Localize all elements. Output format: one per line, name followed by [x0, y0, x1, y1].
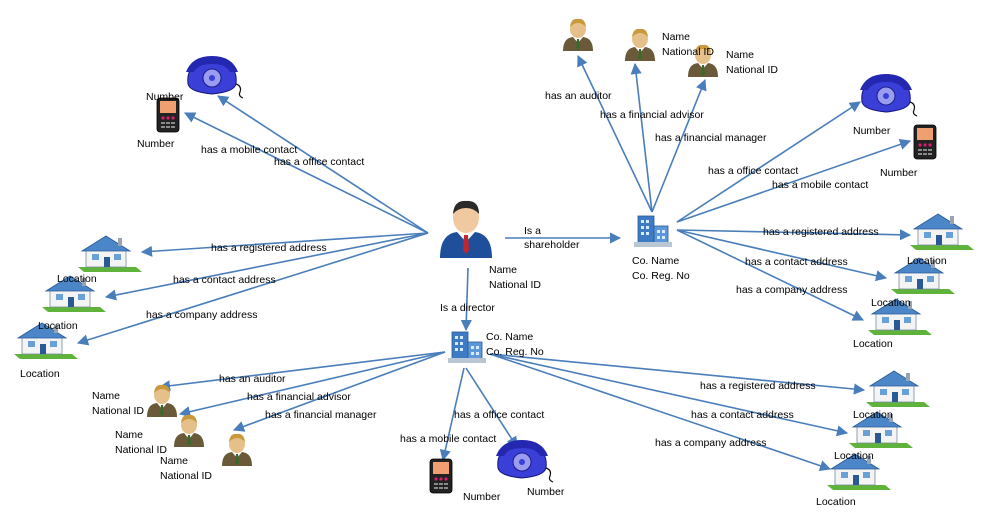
fin-advisor-top-name-text: Name: [662, 31, 690, 43]
relationship-arrow: [232, 351, 446, 432]
building-icon: [633, 215, 673, 248]
share-company-name-text: Co. Name: [632, 255, 679, 267]
dir-company-reg-text: Co. Reg. No: [486, 346, 544, 358]
edge-label: Is a director: [440, 302, 495, 314]
house-icon: [909, 213, 975, 251]
person-icon: [625, 28, 655, 61]
auditor-bottom-id-text: National ID: [92, 405, 144, 417]
edge-label: has a office contact: [454, 409, 544, 421]
share-mobile-label: Number: [880, 167, 918, 179]
relationship-arrow: [676, 101, 861, 223]
edge-label: has a mobile contact: [772, 179, 868, 191]
person-icon: [174, 414, 204, 447]
relationship-arrow: [183, 112, 429, 234]
edge-label: has a financial manager: [265, 409, 377, 421]
edge-label: has an auditor: [545, 90, 612, 102]
dir-company-name-text: Co. Name: [486, 331, 533, 343]
edge-label: has a financial manager: [655, 132, 767, 144]
edge-label: has a contact address: [745, 256, 848, 268]
edge-label: has an auditor: [219, 373, 286, 385]
edge-label: has a mobile contact: [400, 433, 496, 445]
house-icon: [77, 235, 143, 273]
fin-manager-top-id-text: National ID: [726, 64, 778, 76]
edge-label: has a company address: [736, 284, 847, 296]
phone-icon: [185, 55, 244, 99]
person-id-text: National ID: [489, 279, 541, 291]
share-office-phone-label: Number: [853, 125, 891, 137]
house-icon: [865, 370, 931, 408]
person-loc1-label: Location: [57, 273, 97, 285]
share-loc2-label: Location: [871, 297, 911, 309]
share-company-reg-text: Co. Reg. No: [632, 270, 690, 282]
fin-advisor-top-id-text: National ID: [662, 46, 714, 58]
relationship-arrow: [439, 367, 465, 462]
person-icon: [222, 433, 252, 466]
person-loc2-label: Location: [38, 320, 78, 332]
relationship-arrow: [489, 353, 849, 437]
relationship-arrow: [178, 351, 446, 418]
relationship-arrow: [489, 353, 866, 395]
edge-label: has a company address: [655, 437, 766, 449]
building-icon: [447, 331, 487, 364]
relationship-arrow: [465, 367, 518, 448]
relationship-arrow: [104, 232, 429, 301]
edge-label: has a office contact: [274, 156, 364, 168]
dir-loc1-label: Location: [853, 409, 893, 421]
fin-advisor-bottom-id-text: National ID: [115, 444, 167, 456]
relationship-arrow: [158, 351, 446, 392]
phone-icon: [859, 73, 918, 117]
relationship-arrow: [651, 78, 707, 213]
relationship-arrow: [140, 232, 429, 257]
phone-icon: [495, 439, 554, 483]
auditor-bottom-name-text: Name: [92, 390, 120, 402]
dir-loc3-label: Location: [816, 496, 856, 508]
person-name-text: Name: [489, 264, 517, 276]
fin-manager-bottom-id-text: National ID: [160, 470, 212, 482]
edge-label: has a registered address: [211, 242, 327, 254]
dir-mobile-label: Number: [463, 491, 501, 503]
edge-label: has a office contact: [708, 165, 798, 177]
dir-office-phone-label: Number: [527, 486, 565, 498]
edge-label: has a contact address: [691, 409, 794, 421]
fin-manager-bottom-name-text: Name: [160, 455, 188, 467]
fin-advisor-bottom-name-text: Name: [115, 429, 143, 441]
mobile-phone-icon: [156, 97, 180, 133]
person-loc3-label: Location: [20, 368, 60, 380]
edge-label: Is a: [524, 225, 541, 237]
edges-layer: [76, 54, 912, 472]
mobile-phone-icon: [429, 458, 453, 494]
person-icon: [440, 200, 492, 258]
relationship-arrow: [460, 267, 472, 332]
edge-label: has a financial advisor: [247, 391, 351, 403]
relationship-arrow: [489, 353, 832, 472]
person-office-phone-label: Number: [146, 91, 184, 103]
edge-label: has a financial advisor: [600, 109, 704, 121]
edge-label: shareholder: [524, 239, 580, 251]
relationship-arrow: [630, 62, 653, 213]
edge-label: has a registered address: [763, 226, 879, 238]
relationship-arrow: [76, 232, 429, 346]
edge-label: has a company address: [146, 309, 257, 321]
edge-label: has a registered address: [700, 380, 816, 392]
dir-loc2-label: Location: [834, 450, 874, 462]
relationship-arrow: [676, 139, 912, 223]
person-mobile-label: Number: [137, 138, 175, 150]
share-loc3-label: Location: [853, 338, 893, 350]
relationship-arrow: [676, 229, 888, 282]
relationship-arrow: [676, 229, 865, 321]
labels-layer: Name National ID Co. Name Co. Reg. No Co…: [20, 31, 947, 508]
edge-label: has a contact address: [173, 274, 276, 286]
fin-manager-top-name-text: Name: [726, 49, 754, 61]
relationship-arrow: [676, 229, 912, 241]
person-icon: [147, 384, 177, 417]
mobile-phone-icon: [913, 124, 937, 160]
relationship-arrow: [577, 54, 653, 213]
relationship-arrow: [217, 95, 429, 234]
edge-label: has a mobile contact: [201, 144, 297, 156]
share-loc1-label: Location: [907, 255, 947, 267]
person-icon: [563, 18, 593, 51]
